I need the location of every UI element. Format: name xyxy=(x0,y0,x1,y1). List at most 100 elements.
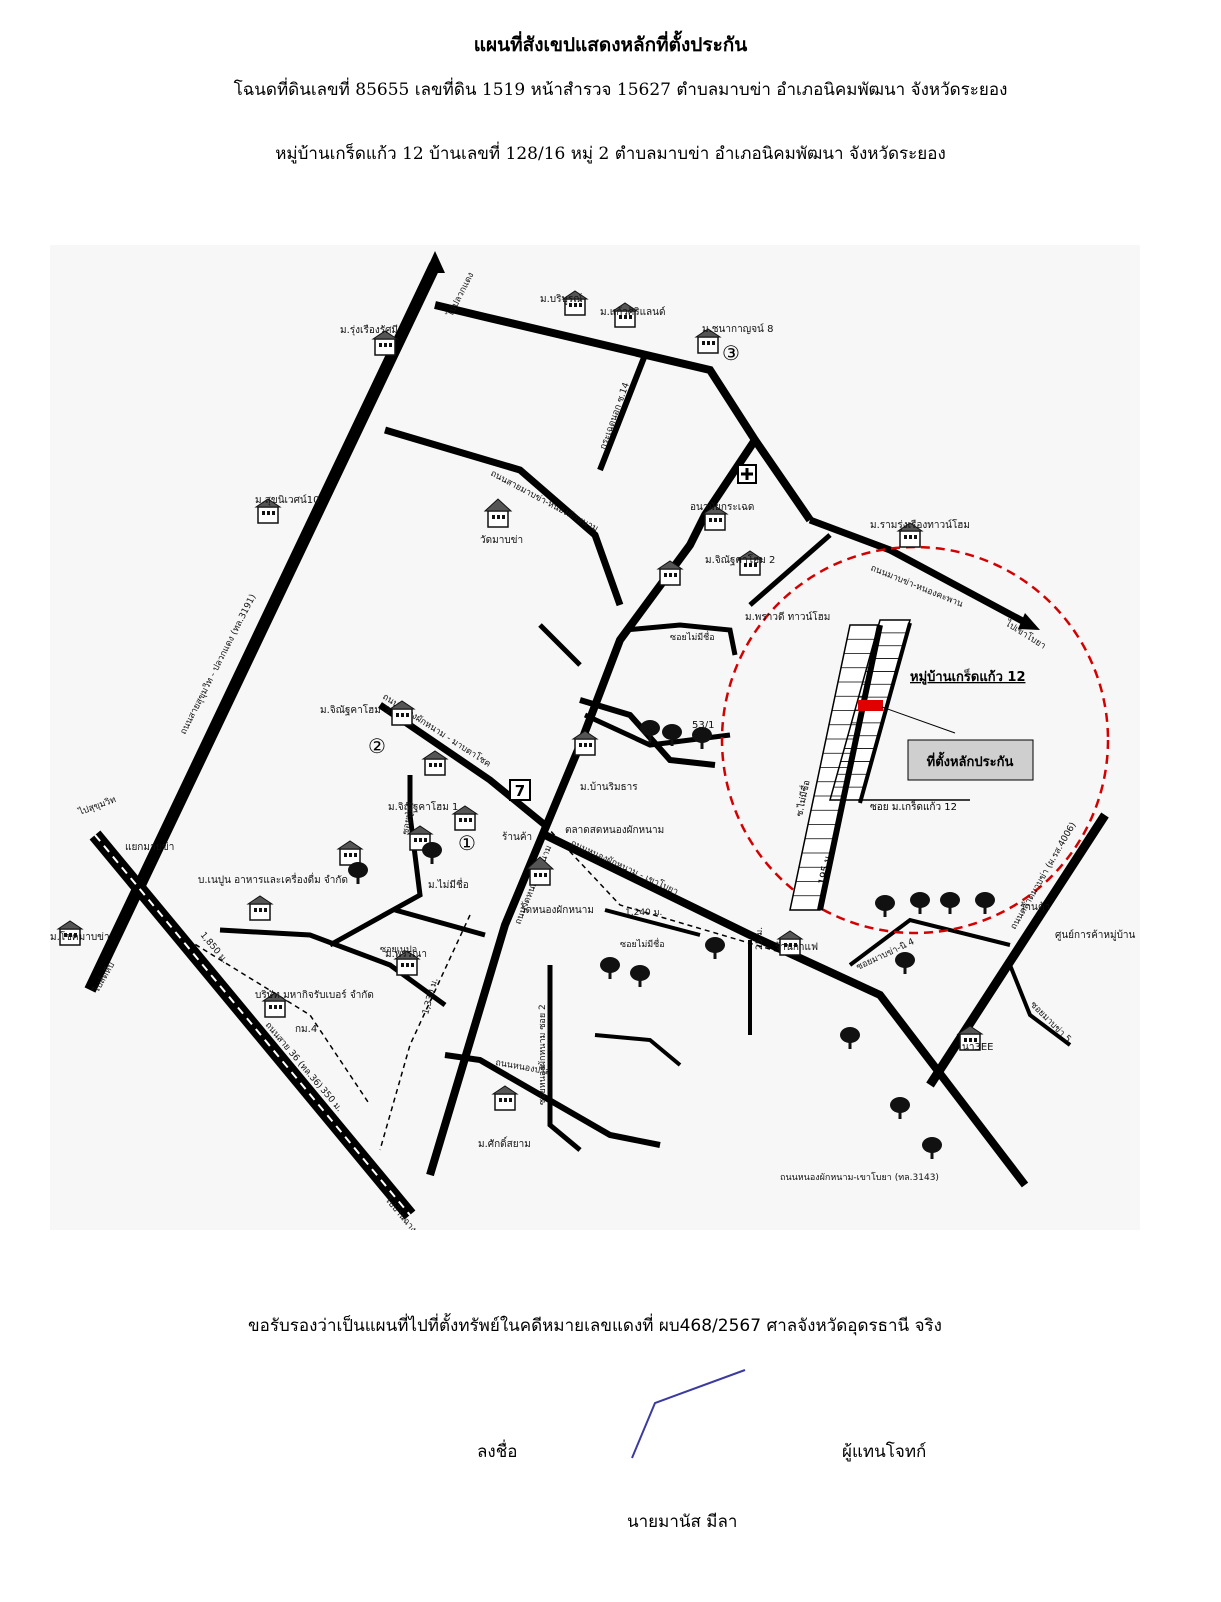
address-line: หมู่บ้านเกร็ดแก้ว 12 บ้านเลขที่ 128/16 ห… xyxy=(275,144,946,164)
house-icon xyxy=(896,522,924,548)
soi-krachet xyxy=(597,353,648,472)
road-nongphaknam-khaobo xyxy=(543,831,1029,1188)
landmark-wat-mapkha: วัดมาบข่า xyxy=(480,535,523,546)
plot-dividers xyxy=(793,632,907,897)
marker-2: ② xyxy=(368,734,386,758)
signer-name: นายมานัส มีลา xyxy=(627,1512,738,1532)
soi-nongkhla xyxy=(547,965,582,1152)
building-icon xyxy=(261,992,289,1018)
marker-3: ③ xyxy=(722,341,740,365)
sign-label: ลงชื่อ xyxy=(477,1442,518,1462)
tree-icon xyxy=(840,1027,860,1049)
route-dashed-south xyxy=(379,914,471,1151)
soi-no-name-a xyxy=(624,622,738,656)
distance-25: 25 ม. xyxy=(755,927,765,950)
landmark-53-1: 53/1 xyxy=(692,720,714,731)
soi-pusri xyxy=(328,775,423,948)
tree-icon xyxy=(975,892,995,914)
house-icon xyxy=(56,920,84,946)
collateral-plot xyxy=(858,700,883,711)
route-dashed-east xyxy=(544,824,791,956)
house-icon xyxy=(388,700,416,726)
landmark-shop2: ร้านค้า xyxy=(1020,901,1050,913)
road-nong-prue xyxy=(444,1052,661,1148)
collateral-label: ที่ตั้งหลักประกัน xyxy=(927,751,1014,770)
road-nongphaknam-mabtaphut xyxy=(378,702,548,828)
road-pk xyxy=(926,812,1109,1088)
temple-icon xyxy=(525,856,555,886)
tree-icon xyxy=(640,720,660,742)
house-icon xyxy=(701,505,729,531)
road-mapkha-nongkaphan xyxy=(808,516,1032,629)
landmark-jinda-home2: ม.จิณัฐคาโฮม 2 xyxy=(705,553,775,566)
collateral-label-box xyxy=(907,739,1034,781)
soi-krit12-label: ซอย ม.เกร็ดแก้ว 12 xyxy=(870,799,957,813)
label-soi-nongkhla: ซอยหนองผักหนาม ซอย 2 xyxy=(538,1004,548,1105)
landmark-chanakan8: ม.ชนากาญจน์ 8 xyxy=(702,323,773,335)
landmark-mahakit: บริษัท มหากิจรับเบอร์ จำกัด xyxy=(255,989,374,1001)
health-cross-glyph xyxy=(741,468,753,480)
building-icon xyxy=(776,930,804,956)
house-icon xyxy=(393,950,421,976)
landmark-market: ตลาดสดหนองผักหนาม xyxy=(565,825,664,836)
house-icon xyxy=(491,1085,519,1111)
landmark-pornna: ม.พรรณา xyxy=(385,949,427,960)
tree-icon xyxy=(422,842,442,864)
landmark-shop: ร้านค้า xyxy=(502,831,532,843)
house-icon xyxy=(371,330,399,356)
tree-icon xyxy=(630,965,650,987)
tree-icon xyxy=(600,957,620,979)
landmark-sakdi: ม.ศักดิ์สยาม xyxy=(478,1136,531,1150)
soi-b xyxy=(538,623,582,667)
soi-f xyxy=(604,908,701,937)
landmark-fmc: ศูนย์การค้าหมู่บ้าน xyxy=(1055,929,1136,941)
landmark-phrawadi: ม.พราวดี ทาวน์โฮม xyxy=(745,610,830,623)
tree-icon xyxy=(692,727,712,749)
house-icon xyxy=(694,328,722,354)
house-icon xyxy=(611,302,639,328)
tree-icon xyxy=(662,724,682,746)
building-icon xyxy=(656,560,684,586)
tree-icon xyxy=(910,892,930,914)
tree-icon xyxy=(705,937,725,959)
landmark-no-name-village: ม.ไม่มีชื่อ xyxy=(428,877,469,891)
certification-text: ขอรับรองว่าเป็นแผนที่ไปที่ตั้งทรัพย์ในคด… xyxy=(248,1316,942,1336)
map-title: แผนที่สังเขปแสดงหลักที่ตั้งประกัน xyxy=(473,34,748,56)
temple-icon xyxy=(483,498,513,528)
landmark-km4: กม.4 xyxy=(295,1024,317,1035)
landmark-ptt-label: บ.เนปูน อาหารและเครื่องดื่ม จำกัด xyxy=(198,872,348,886)
house-icon xyxy=(421,750,449,776)
soi-mapkha-ni4 xyxy=(848,917,1011,967)
house-icon xyxy=(736,550,764,576)
label-soi-no-name: ซอยไม่มีชื่อ xyxy=(620,937,665,950)
tree-icon xyxy=(940,892,960,914)
landmark-health-center: อนามัยกระเฉด xyxy=(690,502,754,513)
road-route-36-center xyxy=(94,834,411,1216)
soi-mapkha2 xyxy=(1008,964,1072,1047)
landmark-jinda-home1: ม.จิณัฐคาโฮม 1 xyxy=(388,800,458,813)
label-soi-no-name-a: ซอยไม่มีชื่อ xyxy=(670,630,715,643)
house-icon xyxy=(571,730,599,756)
house-icon xyxy=(254,498,282,524)
house-icon xyxy=(451,805,479,831)
landmark-chokmapkha: ม.โชคมาบข่า xyxy=(50,930,110,943)
arrow-khao-bo-ya xyxy=(1018,613,1040,630)
landmark-icons xyxy=(56,290,995,1159)
building-icon xyxy=(246,895,274,921)
tree-icon xyxy=(348,862,368,884)
arrow-pluak-daeng xyxy=(425,251,445,273)
road-sukhumvit xyxy=(84,262,441,993)
road-north xyxy=(434,301,814,523)
house-icon xyxy=(561,290,589,316)
label-soi-nopayorm: ซอยเนปอ xyxy=(380,945,417,955)
convenience-store-icon xyxy=(509,779,531,801)
collateral-circle xyxy=(720,545,1110,935)
building-icon xyxy=(956,1025,984,1051)
distance-1240: 1,240 ม. xyxy=(625,908,662,918)
landmark-sukniwet10: ม.สุขนิเวศน์10 xyxy=(255,494,320,506)
marker-1: ① xyxy=(458,831,476,855)
landmark-boriboon: ม.บริบูรณ์ xyxy=(540,293,583,305)
landmark-ramrung: ม.รามรุ่งเรืองทาวน์โฮม xyxy=(870,518,970,531)
landmark-rungrueang: ม.รุ่งเรืองรัศมี xyxy=(340,324,398,336)
village-name: หมู่บ้านเกร็ดแก้ว 12 xyxy=(910,667,1025,685)
